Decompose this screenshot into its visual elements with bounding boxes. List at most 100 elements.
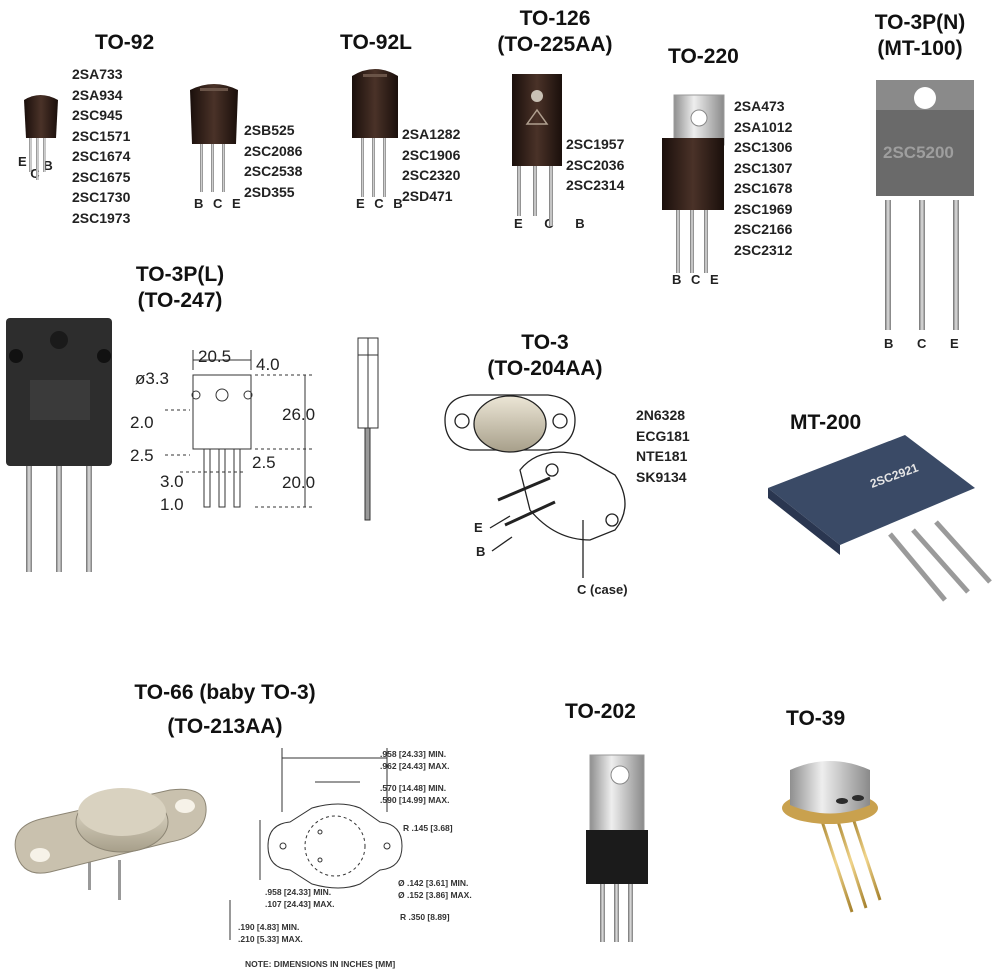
to66-dim-4: .590 [14.99] MAX. <box>380 795 449 805</box>
to66-dim-6: .107 [24.43] MAX. <box>265 899 334 909</box>
part-number: 2SA934 <box>72 86 123 103</box>
to92-small-component <box>24 95 58 180</box>
to3pn-alias: (MT-100) <box>877 37 963 60</box>
dim-pitch-top: 20.5 <box>198 347 231 366</box>
to220-component <box>662 94 725 273</box>
to92l-pin-labels: E C B <box>356 196 406 211</box>
part-number: 2SC2036 <box>566 156 625 173</box>
part-number: 2SA473 <box>734 98 785 114</box>
part-number: 2SC2320 <box>402 167 461 183</box>
part-number: 2SC1678 <box>734 180 793 196</box>
part-number: 2SC2538 <box>244 163 303 179</box>
mt200-title: MT-200 <box>790 411 862 434</box>
part-number: 2SA1282 <box>402 126 461 142</box>
pin-label: B <box>43 158 53 173</box>
part-number: 2SC2312 <box>734 241 793 258</box>
dim-hole: ø3.3 <box>135 369 169 388</box>
part-number: 2SC1307 <box>734 159 793 176</box>
to202-component <box>586 754 648 942</box>
to3pn-name: TO-3P(N) <box>874 11 966 34</box>
to126-alias: (TO-225AA) <box>497 33 613 56</box>
to126-parts-list: 2SC1957 2SC2036 2SC2314 <box>566 134 624 196</box>
to126-title: TO-126 (TO-225AA) <box>475 6 635 58</box>
to66-dim-2: .962 [24.43] MAX. <box>380 761 449 771</box>
to66-dim-10: .210 [5.33] MAX. <box>238 934 303 944</box>
to39-title: TO-39 <box>786 707 846 730</box>
to66-title: TO-66 (baby TO-3) (TO-213AA) <box>110 676 340 744</box>
part-number: 2SC2314 <box>566 177 625 193</box>
to92-pin-labels-a: E C B <box>18 154 53 181</box>
dim-left-a: 2.0 <box>130 413 154 432</box>
to66-alias: (TO-213AA) <box>167 715 283 738</box>
part-number: SK9134 <box>636 468 687 485</box>
dim-lead-t: 1.0 <box>160 495 184 514</box>
to3pn-title: TO-3P(N) (MT-100) <box>855 10 985 62</box>
to92l-component <box>352 69 398 197</box>
to92l-parts-list: 2SA1282 2SC1906 2SC2320 2SD471 <box>402 124 460 206</box>
pin-label: E <box>18 154 27 169</box>
to3-title: TO-3 (TO-204AA) <box>475 330 615 382</box>
dim-top-right: 4.0 <box>256 355 280 374</box>
to66-name: TO-66 (baby TO-3) <box>134 681 316 704</box>
to66-dim-7: Ø .142 [3.61] MIN. <box>398 878 468 888</box>
to3pn-pin-c: C <box>917 336 927 351</box>
to3pl-dimension-drawing <box>165 350 315 508</box>
to220-pin-labels: B C E <box>672 272 722 287</box>
to3-parts-list: 2N6328 ECG181 NTE181 SK9134 <box>636 405 690 487</box>
part-number: 2SC1973 <box>72 209 131 226</box>
to3pl-component <box>6 318 112 572</box>
to66-dim-1: .958 [24.33] MIN. <box>380 749 446 759</box>
to3pl-name: TO-3P(L) <box>135 263 225 286</box>
to92-parts-list-a: 2SA733 2SA934 2SC945 2SC1571 2SC1674 2SC… <box>72 64 130 228</box>
dim-left-b: 2.5 <box>130 446 154 465</box>
part-number: 2SC1674 <box>72 148 131 164</box>
to39-component <box>782 761 882 913</box>
to3pl-alias: (TO-247) <box>137 289 223 312</box>
to3-name: TO-3 <box>521 331 569 354</box>
part-number: 2SC2086 <box>244 142 303 159</box>
to3pn-marking: 2SC5200 <box>883 143 954 162</box>
to3pl-title: TO-3P(L) (TO-247) <box>120 262 240 314</box>
to3-pin-b: B <box>476 544 486 559</box>
to3pn-pin-e: E <box>950 336 959 351</box>
dim-lead-w: 3.0 <box>160 472 184 491</box>
part-number: 2SC945 <box>72 107 123 123</box>
to66-dim-3: .570 [14.48] MIN. <box>380 783 446 793</box>
to3-case-label: C (case) <box>577 582 628 597</box>
to66-dim-8: Ø .152 [3.86] MAX. <box>398 890 472 900</box>
to66-dim-9: .190 [4.83] MIN. <box>238 922 299 932</box>
dim-height: 26.0 <box>282 405 315 424</box>
part-number: 2SC2166 <box>734 221 793 237</box>
to66-note: NOTE: DIMENSIONS IN INCHES [MM] <box>245 959 395 969</box>
to126-component <box>512 74 562 226</box>
dim-lead-len: 20.0 <box>282 473 315 492</box>
to66-dim-r2: R .350 [8.89] <box>400 912 450 922</box>
to3pl-side-view <box>357 337 379 521</box>
part-number: 2SD471 <box>402 187 453 204</box>
to66-dim-5: .958 [24.33] MIN. <box>265 887 331 897</box>
to3-alias: (TO-204AA) <box>487 357 603 380</box>
part-number: 2SC1906 <box>402 146 461 163</box>
part-number: ECG181 <box>636 427 690 444</box>
part-number: 2SC1675 <box>72 168 131 185</box>
to3-pin-e: E <box>474 520 483 535</box>
part-number: 2SD355 <box>244 183 295 200</box>
to220-parts-list: 2SA473 2SA1012 2SC1306 2SC1307 2SC1678 2… <box>734 96 792 260</box>
to126-name: TO-126 <box>519 7 591 30</box>
to92l-title: TO-92L <box>340 31 412 54</box>
to220-title: TO-220 <box>668 45 739 68</box>
dim-right-b: 2.5 <box>252 453 276 472</box>
to3pn-component: 2SC5200 <box>876 80 974 330</box>
to3pn-pin-b: B <box>884 336 894 351</box>
mt200-component: 2SC2921 <box>768 435 992 602</box>
part-number: 2SC1957 <box>566 136 625 152</box>
part-number: 2SC1730 <box>72 189 131 205</box>
to92-pin-labels-b: B C E <box>194 196 244 211</box>
to92-medium-component <box>190 84 238 192</box>
to202-title: TO-202 <box>565 700 636 723</box>
part-number: 2SB525 <box>244 122 295 138</box>
pin-label: C <box>30 166 40 181</box>
part-number: 2SC1306 <box>734 139 793 155</box>
part-number: 2SA1012 <box>734 118 793 135</box>
